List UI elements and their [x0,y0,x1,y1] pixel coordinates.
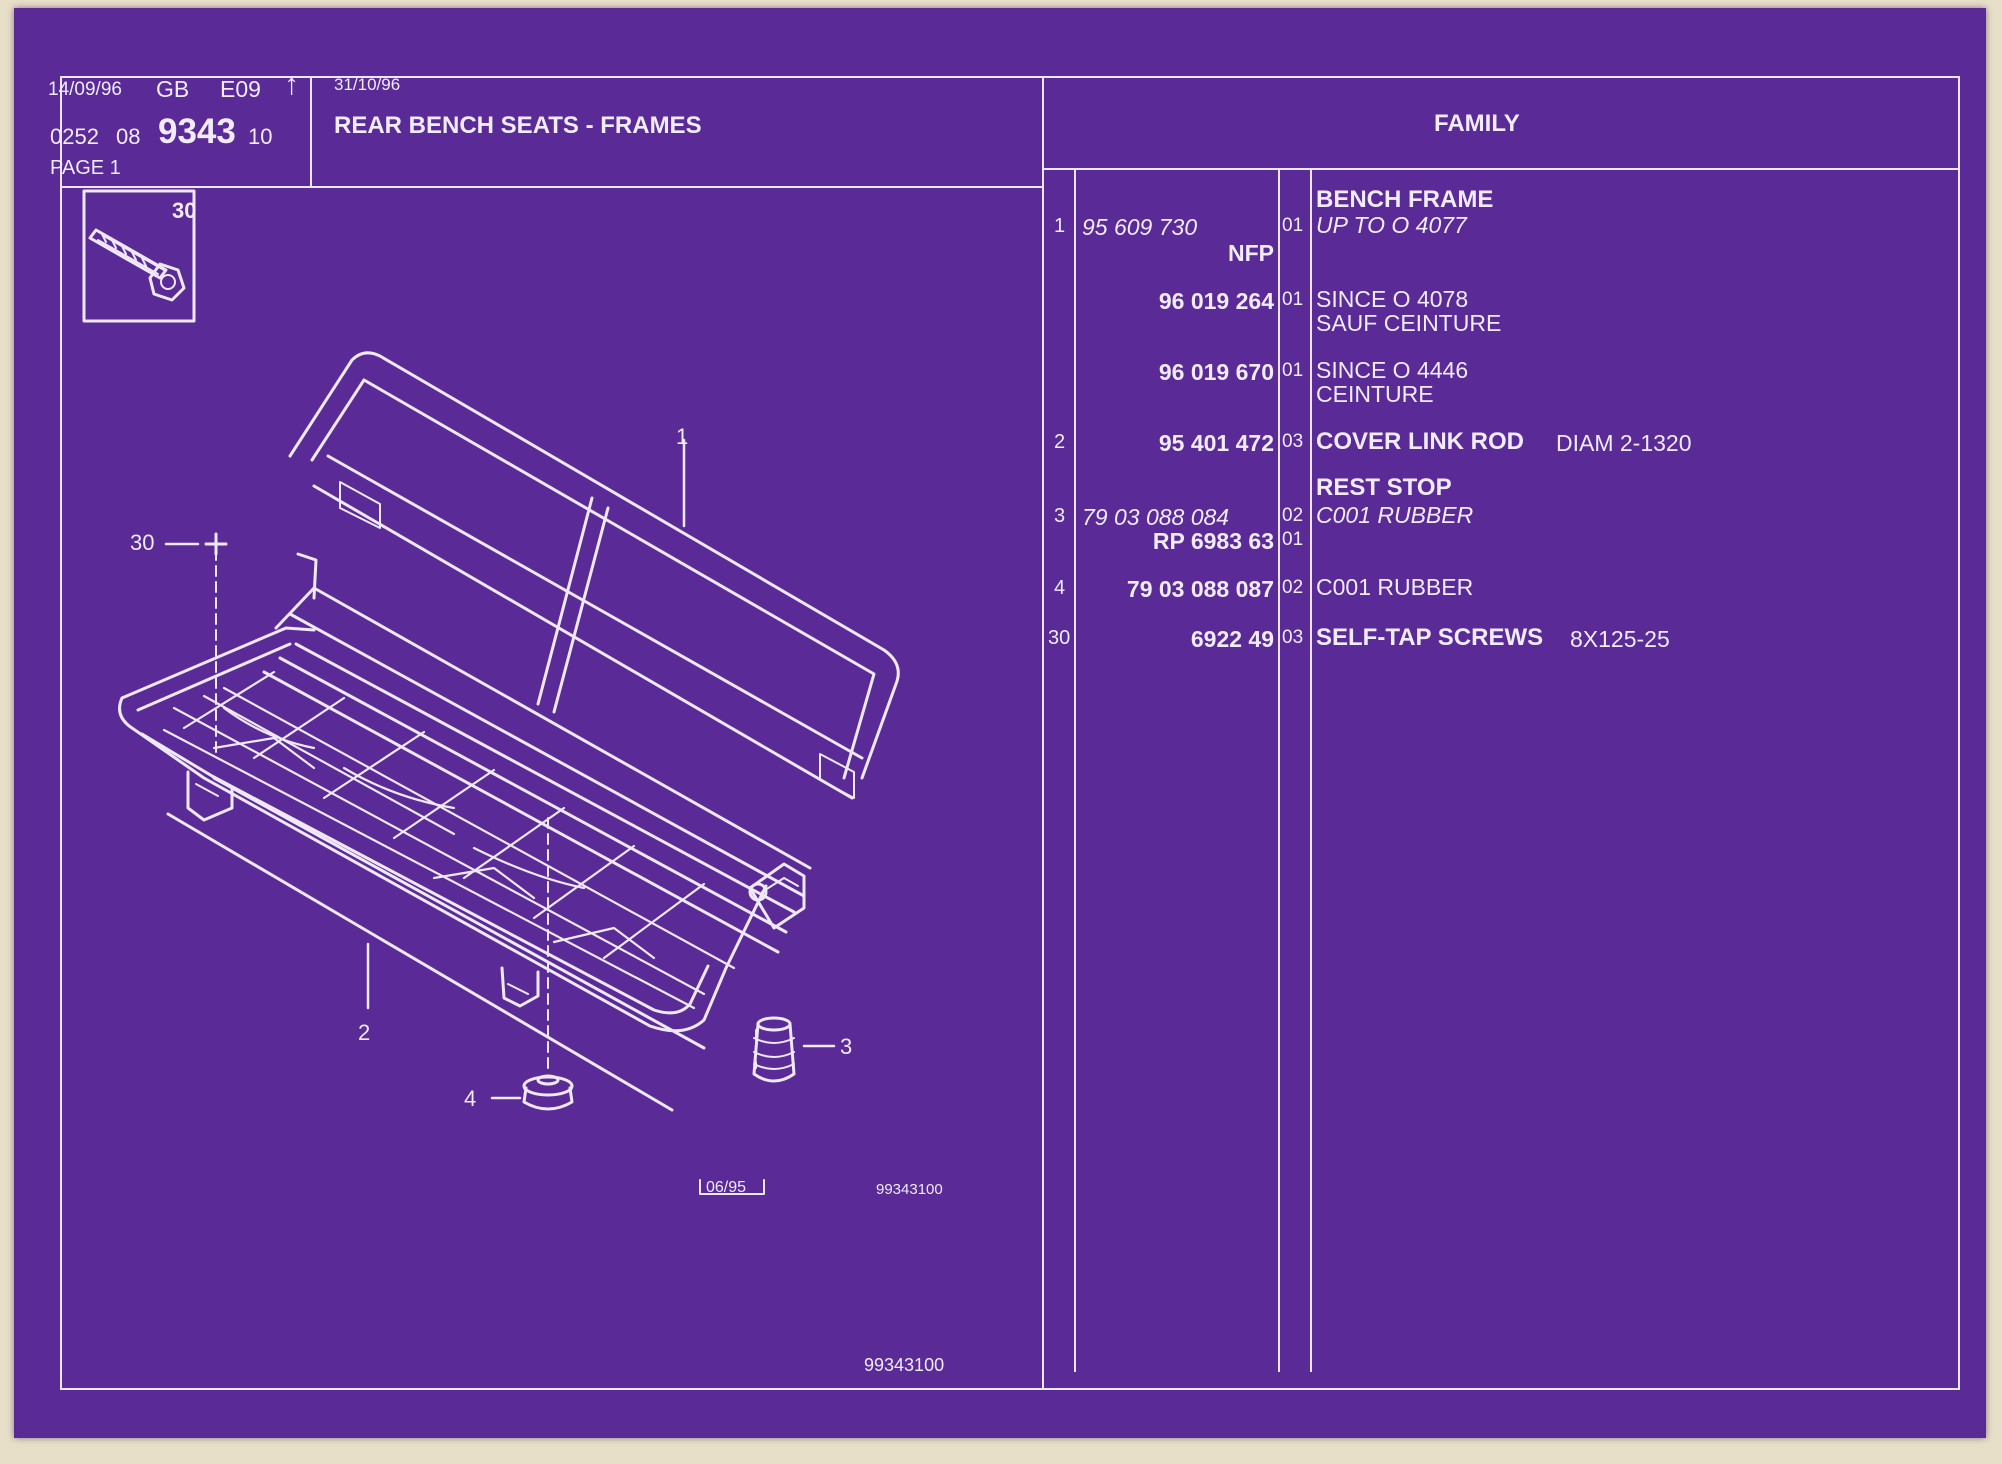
row-number: 30 [1048,627,1071,649]
part-code: 95 401 472 [1158,430,1274,456]
header-ref-prefix-a: 0252 [50,124,99,149]
rest-stop-part [752,1016,796,1083]
row-number: 1 [1054,215,1066,237]
part-code-alternate: RP 6983 63 [1152,528,1274,554]
part-group-title: REST STOP [1316,474,1452,501]
header-bottom-rule-left [60,186,1044,188]
part-code: 96 019 670 [1158,359,1274,385]
inset-number: 30 [172,198,197,223]
stamp-date: 06/95 [706,1179,747,1196]
callout-30: 30 [130,530,155,555]
bench-seat-frame-drawing [82,189,900,1195]
header-lang: GB [156,76,190,102]
column-divider-1 [1074,168,1076,1372]
family-label: FAMILY [1434,110,1520,137]
header-update-date: 31/10/96 [334,75,401,94]
part-note: NFP [1228,240,1274,266]
part-seq: 01 [1282,289,1304,310]
parts-catalogue-sheet: 14/09/96 GB E09 ↑ 0252 08 9343 10 PAGE 1… [14,8,1986,1438]
footer-ref: 99343100 [864,1355,945,1375]
callout-3: 3 [840,1034,853,1059]
part-seq: 01 [1282,215,1304,236]
header-cell-divider [310,76,312,188]
rubber-stop-part [522,817,574,1111]
part-group-title: BENCH FRAME [1316,186,1494,213]
header-bottom-rule-right [1042,168,1960,170]
part-description: UP TO O 4077 [1316,212,1467,238]
header-edition: E09 [220,76,261,102]
part-seq: 01 [1282,360,1304,381]
part-description: C001 RUBBER [1316,502,1474,528]
part-code: 79 03 088 084 [1082,504,1230,530]
part-description-extra: DIAM 2-1320 [1556,430,1692,456]
stamp-box [699,1179,765,1195]
inset-box [82,189,196,323]
header-ref-suffix: 10 [248,124,273,149]
row-number: 2 [1054,431,1066,453]
part-description: SINCE O 4446 [1316,357,1469,383]
part-description-bold: COVER LINK ROD [1316,428,1525,455]
part-seq: 03 [1282,431,1304,452]
screw-icon [88,228,186,302]
callout-2: 2 [358,1020,371,1045]
page-title: REAR BENCH SEATS - FRAMES [334,112,702,139]
part-code: 6922 49 [1190,626,1274,652]
part-description-bold: SELF-TAP SCREWS [1316,624,1544,651]
header-ref-prefix-b: 08 [116,124,141,149]
part-description: C001 RUBBER [1316,574,1474,600]
part-description-line-2: SAUF CEINTURE [1316,310,1502,336]
row-number: 3 [1054,505,1066,527]
callout-1: 1 [676,424,689,449]
part-code: 95 609 730 [1082,214,1198,240]
header-date: 14/09/96 [48,79,122,100]
part-description-line-2: CEINTURE [1316,381,1434,407]
part-description: SINCE O 4078 [1316,286,1469,312]
part-code: 79 03 088 087 [1126,576,1274,602]
part-seq: 02 [1282,505,1304,526]
column-divider-3 [1310,168,1312,1372]
vertical-divider-main [1042,76,1044,1390]
header-ref-main: 9343 [158,112,236,151]
part-code: 96 019 264 [1158,288,1274,314]
part-seq-alternate: 01 [1282,529,1304,550]
part-description-extra: 8X125-25 [1570,626,1670,652]
column-divider-2 [1278,168,1280,1372]
part-seq: 03 [1282,627,1304,648]
sheet-frame [60,76,1960,1390]
row-number: 4 [1054,577,1066,599]
up-arrow-icon: ↑ [284,68,299,101]
stamp-ref: 99343100 [876,1181,943,1198]
callout-4: 4 [464,1086,477,1111]
header-page: PAGE 1 [50,157,121,179]
part-seq: 02 [1282,577,1304,598]
